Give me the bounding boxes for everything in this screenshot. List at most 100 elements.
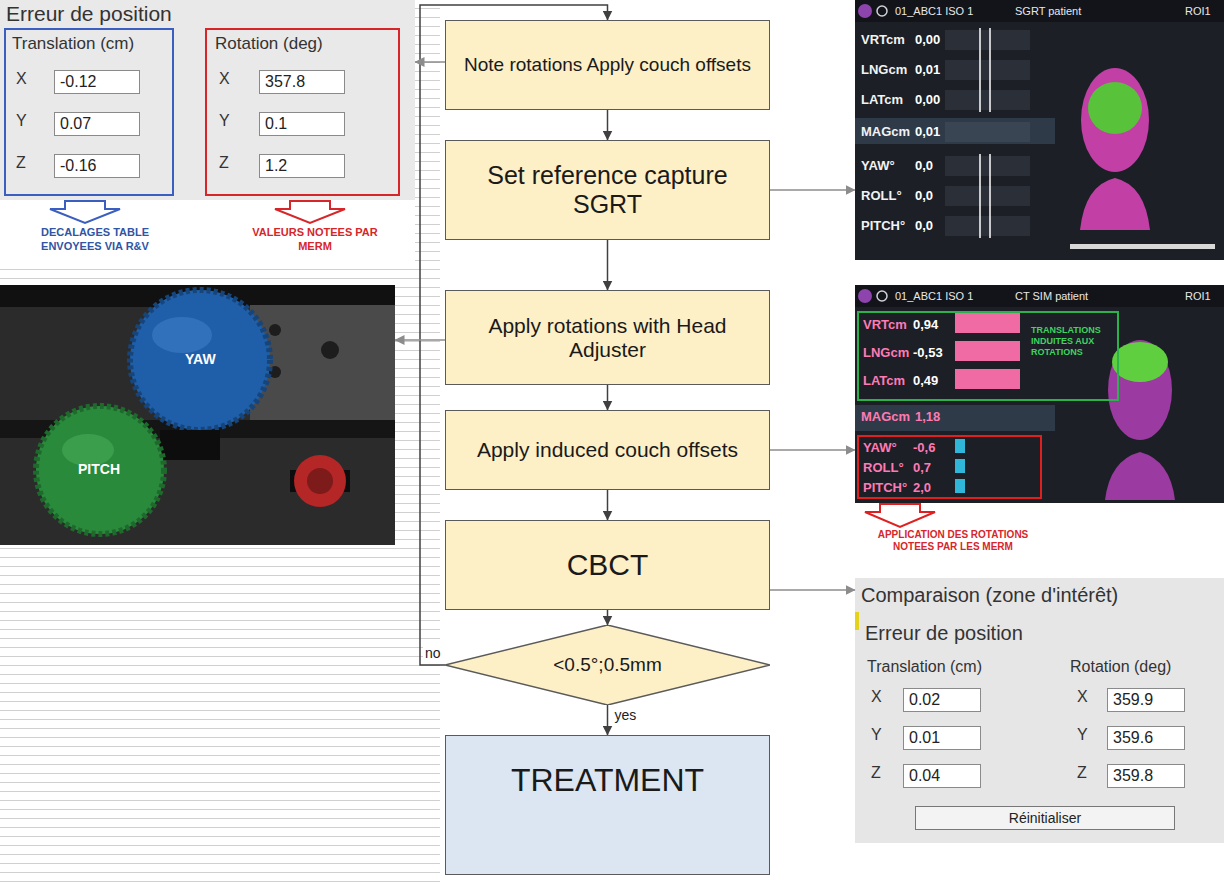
flow-arrow (607, 490, 609, 520)
node-text: Apply induced couch offsets (477, 438, 738, 462)
screen-text: Réinitialiser (915, 806, 1175, 830)
screen-text: MAGcm (861, 409, 910, 424)
process-box: Set reference capture SGRT (445, 140, 770, 240)
screen-text: -0,53 (913, 345, 943, 360)
node-text: <0.5°;0.5mm (553, 654, 661, 676)
screen-text: SGRT patient (1015, 5, 1081, 17)
callout-arrow (770, 189, 855, 191)
cbct-comparison-screenshot (855, 578, 1224, 843)
screen-text: 0,00 (915, 32, 940, 47)
screen-text: ROLL° (861, 188, 902, 203)
decision-diamond: <0.5°;0.5mm (445, 625, 770, 705)
screen-text: 0.1 (259, 112, 345, 136)
sgrt-reference-screenshot (1088, 82, 1142, 134)
screen-text: Y (16, 112, 27, 130)
screen-text: -0.16 (54, 154, 140, 178)
sgrt-reference-screenshot (855, 0, 1224, 260)
sgrt-cbct-screenshot (855, 285, 1224, 307)
sgrt-cbct-screenshot (1105, 452, 1175, 500)
sgrt-cbct-screenshot (955, 459, 965, 473)
screen-text: TRANSLATIONS INDUITES AUX ROTATIONS (1031, 325, 1117, 357)
screen-text: VRTcm (861, 32, 905, 47)
sgrt-cbct-screenshot (955, 369, 1020, 389)
screen-text: YAW (185, 351, 216, 367)
screen-text: 0.07 (54, 112, 140, 136)
flow-arrow (607, 385, 609, 410)
sgrt-reference-screenshot (945, 156, 1030, 176)
node-text: Note rotations Apply couch offsets (464, 54, 751, 76)
screen-text: ROI1 (1185, 5, 1211, 17)
head-adjuster-photo (0, 285, 395, 545)
process-box: CBCT (445, 520, 770, 610)
screen-text: LATcm (861, 92, 903, 107)
sgrt-cbct-screenshot (877, 291, 887, 301)
striped-background (0, 0, 440, 882)
screenshot-panel: Comparaison (zone d'intérêt)Erreur de po… (855, 578, 1224, 843)
screen-text: Translation (cm) (12, 34, 134, 54)
screen-text: 0,0 (915, 158, 933, 173)
sgrt-cbct-screenshot (955, 341, 1020, 361)
sgrt-reference-screenshot (855, 118, 1055, 144)
position-error-screenshot (50, 201, 120, 223)
screen-text: Translation (cm) (867, 658, 982, 676)
sgrt-reference-screenshot (945, 122, 1030, 142)
sgrt-reference-screenshot (855, 0, 1224, 22)
flow-arrow (607, 110, 609, 140)
head-adjuster-photo (321, 341, 339, 359)
sgrt-reference-screenshot (877, 6, 887, 16)
screen-text: 1.2 (259, 154, 345, 178)
callout-arrow (770, 589, 855, 591)
terminal-box: TREATMENT (445, 735, 770, 875)
screen-text: YAW° (861, 158, 895, 173)
screen-text: 357.8 (259, 70, 345, 94)
screen-text: 0,49 (913, 373, 938, 388)
callout-arrow (415, 61, 445, 63)
screen-text: LNGcm (863, 345, 909, 360)
screen-text: 0,01 (915, 124, 940, 139)
process-box: Apply rotations with Head Adjuster (445, 290, 770, 385)
diamond-outline (445, 625, 770, 705)
screen-text: PITCH° (863, 480, 907, 495)
screenshot-panel: Erreur de positionDECALAGES TABLE ENVOYE… (0, 0, 415, 262)
screen-text: 359.6 (1107, 726, 1185, 750)
screen-text: PITCH (78, 461, 120, 477)
translation-box: VRTcm0,94LNGcm-0,53LATcm0,49TRANSLATIONS… (857, 311, 1119, 401)
screen-text: DECALAGES TABLE ENVOYEES VIA R&V (10, 226, 180, 254)
screen-text: YAW° (863, 440, 897, 455)
sgrt-reference-screenshot (979, 154, 981, 238)
rotation-box: YAW°-0,6ROLL°0,7PITCH°2,0 (857, 435, 1042, 499)
screen-text: X (871, 688, 882, 706)
screen-text: 2,0 (913, 480, 931, 495)
screen-text: ROI1 (1185, 290, 1211, 302)
node-text: CBCT (567, 548, 649, 582)
head-adjuster-photo (0, 285, 395, 545)
sgrt-reference-screenshot (945, 186, 1030, 206)
screen-text: ROLL° (863, 460, 904, 475)
flow-arrow (607, 705, 609, 735)
screen-text: 0,94 (913, 317, 938, 332)
node-text: Apply rotations with Head Adjuster (460, 314, 755, 362)
cbct-comparison-screenshot (855, 578, 1224, 843)
flow-arrow (607, 610, 609, 625)
sgrt-reference-screenshot (989, 154, 991, 238)
cbct-comparison-screenshot (855, 612, 859, 630)
screen-text: MAGcm (861, 124, 910, 139)
head-adjuster-photo (307, 468, 333, 494)
screen-text: 0,7 (913, 460, 931, 475)
node-text: TREATMENT (511, 762, 704, 799)
screen-text: Y (871, 726, 882, 744)
head-adjuster-photo (269, 324, 281, 336)
position-error-screenshot (0, 200, 415, 262)
sgrt-reference-screenshot (945, 90, 1030, 110)
screen-text: Rotation (deg) (1070, 658, 1171, 676)
head-adjuster-photo (130, 290, 270, 430)
screen-text: 0.01 (903, 726, 981, 750)
position-error-screenshot (0, 0, 415, 262)
screen-text: 0.02 (903, 688, 981, 712)
screen-text: Z (871, 764, 881, 782)
sgrt-reference-screenshot (1080, 178, 1150, 230)
sgrt-cbct-screenshot (855, 503, 1224, 565)
position-error-screenshot (0, 0, 415, 200)
sgrt-cbct-screenshot (855, 405, 1055, 431)
